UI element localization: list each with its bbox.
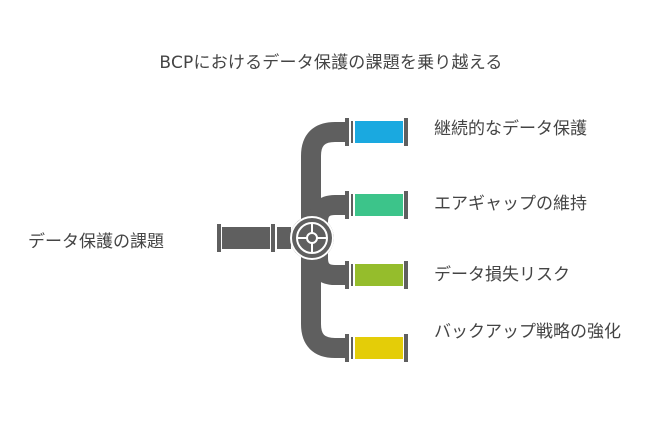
outlet-3	[345, 261, 408, 289]
outlet-flange-right	[404, 261, 408, 289]
outlet-flange-left	[345, 334, 349, 362]
outlet-1	[345, 118, 408, 146]
source-label: データ保護の課題	[28, 232, 164, 252]
pipe-branch-1	[301, 122, 345, 238]
outlet-colored-segment	[355, 337, 403, 359]
outlet-flange-left	[345, 191, 349, 219]
diagram-title: BCPにおけるデータ保護の課題を乗り越える	[159, 53, 503, 73]
pipe-branch-4	[301, 238, 345, 358]
outlet-colored-segment	[355, 194, 403, 216]
outlet-flange-left	[345, 261, 349, 289]
outlet-4	[345, 334, 408, 362]
outlet-2	[345, 191, 408, 219]
outlet-ring	[351, 337, 353, 359]
outlet-ring	[351, 194, 353, 216]
outlet-flange-left	[345, 118, 349, 146]
outlet-ring	[351, 121, 353, 143]
outlet-flange-right	[404, 118, 408, 146]
valve-wheel-icon	[290, 216, 334, 260]
branch-label-2: エアギャップの維持	[434, 194, 587, 214]
outlet-flange-right	[404, 191, 408, 219]
branch-label-1: 継続的なデータ保護	[434, 119, 587, 139]
outlet-flange-right	[404, 334, 408, 362]
outlet-ring	[351, 264, 353, 286]
branch-label-3: データ損失リスク	[434, 265, 570, 285]
input-pipe	[217, 224, 291, 252]
outlet-colored-segment	[355, 264, 403, 286]
outlet-group	[345, 118, 408, 362]
outlet-colored-segment	[355, 121, 403, 143]
branch-label-4: バックアップ戦略の強化	[434, 322, 621, 342]
